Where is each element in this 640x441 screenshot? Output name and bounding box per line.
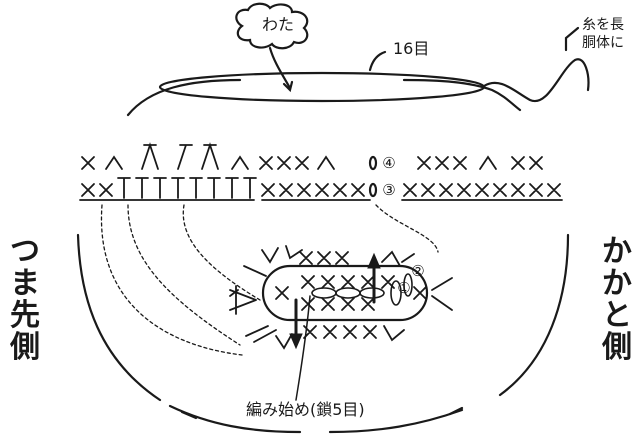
stitch-count-leader <box>368 50 387 72</box>
body-right-arc <box>498 233 570 397</box>
round-4-stitches <box>81 142 543 170</box>
round-marker-3: ③ <box>382 181 396 199</box>
guide-lines <box>100 204 439 356</box>
start-capsule <box>261 264 429 322</box>
opening-ellipse <box>158 71 486 103</box>
heel-side-label: かかと側 <box>602 234 632 365</box>
round-marker-2: ② <box>411 262 425 280</box>
start-leader <box>295 295 311 401</box>
toe-side-label: つま先側 <box>10 234 40 365</box>
body-left-arc <box>76 233 162 402</box>
yarn-tail <box>482 58 590 103</box>
cloud-arrow <box>268 46 292 90</box>
yarn-note-line2: 胴体に <box>582 35 624 51</box>
starting-chain <box>311 273 413 306</box>
stuffing-cloud-icon <box>235 2 309 50</box>
yarn-note-leader <box>564 26 580 52</box>
round-1-stitches <box>275 275 427 311</box>
body-outline-top <box>126 78 522 117</box>
round-2-stitches <box>229 245 453 350</box>
stuffing-cloud-label: わた <box>262 15 295 34</box>
yarn-note-line1: 糸を長 <box>582 17 624 33</box>
start-note-label: 編み始め(鎖5目) <box>246 400 365 419</box>
round-marker-1: ① <box>397 279 411 297</box>
yarn-note: 糸を長 胴体に <box>582 16 640 52</box>
round-marker-4: ④ <box>382 154 396 172</box>
round-3-stitches <box>79 177 563 201</box>
stitch-count-label: 16目 <box>393 39 430 58</box>
